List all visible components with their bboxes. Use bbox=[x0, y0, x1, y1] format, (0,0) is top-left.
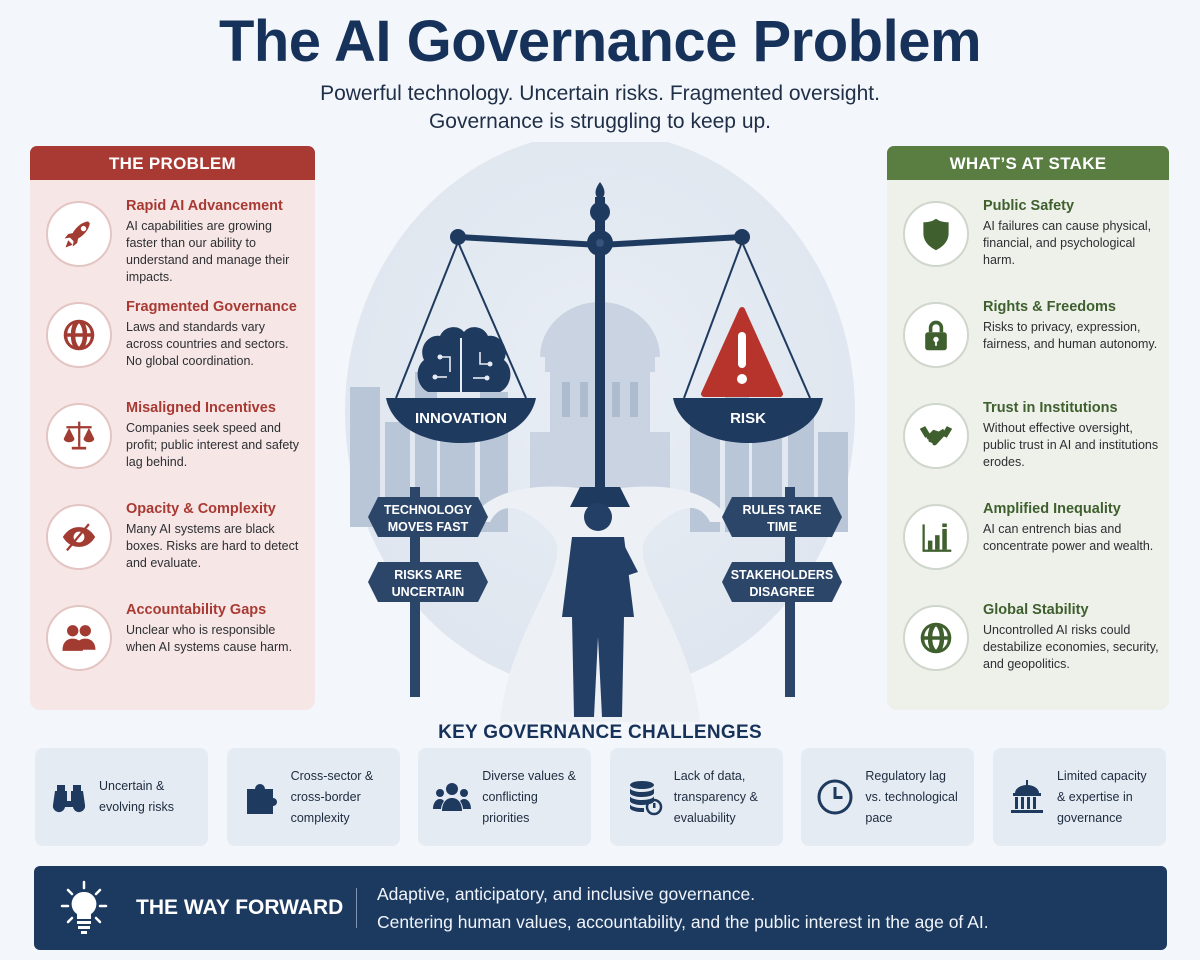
stake-panel-body: Public Safety AI failures can cause phys… bbox=[887, 180, 1169, 710]
challenge-card: Cross-sector & cross-border complexity bbox=[226, 748, 400, 846]
problem-item-desc: Many AI systems are black boxes. Risks a… bbox=[126, 522, 299, 570]
handshake-icon bbox=[903, 403, 969, 469]
stake-item-desc: AI failures can cause physical, financia… bbox=[983, 219, 1152, 267]
globe-icon bbox=[903, 605, 969, 671]
database-icon bbox=[629, 781, 663, 816]
innovation-pan bbox=[386, 398, 536, 443]
challenge-label: Uncertain & evolving risks bbox=[99, 779, 175, 814]
sign-technology bbox=[368, 497, 488, 537]
thinking-person-icon bbox=[562, 503, 638, 717]
sign-text: DISAGREE bbox=[749, 585, 814, 599]
lock-icon bbox=[903, 302, 969, 368]
challenge-label: Regulatory lag vs. technological pace bbox=[865, 768, 958, 825]
innovation-label: INNOVATION bbox=[415, 410, 507, 427]
scale-pole bbox=[595, 197, 605, 497]
stake-item-title: Rights & Freedoms bbox=[983, 299, 1116, 315]
sign-rules bbox=[722, 497, 842, 537]
stake-item: Rights & Freedoms Risks to privacy, expr… bbox=[903, 299, 1159, 400]
stake-item-desc: Without effective oversight, public trus… bbox=[983, 421, 1159, 469]
rocket-icon bbox=[46, 201, 112, 267]
problem-item-desc: Laws and standards vary across countries… bbox=[126, 320, 289, 368]
group-icon bbox=[433, 783, 472, 811]
way-forward-text: Adaptive, anticipatory, and inclusive go… bbox=[377, 880, 989, 936]
stake-item-desc: Uncontrolled AI risks could destabilize … bbox=[983, 623, 1159, 671]
stake-item-title: Amplified Inequality bbox=[983, 501, 1121, 517]
risk-label: RISK bbox=[730, 410, 766, 427]
problem-item: Accountability Gaps Unclear who is respo… bbox=[46, 602, 305, 703]
challenge-label: Cross-sector & cross-border complexity bbox=[290, 768, 374, 825]
globe-icon bbox=[46, 302, 112, 368]
way-forward-banner: THE WAY FORWARD Adaptive, anticipatory, … bbox=[34, 866, 1167, 950]
stake-item-title: Public Safety bbox=[983, 198, 1075, 214]
problem-item: Misaligned Incentives Companies seek spe… bbox=[46, 400, 305, 501]
shield-icon bbox=[903, 201, 969, 267]
problem-item: Rapid AI Advancement AI capabilities are… bbox=[46, 198, 305, 299]
stake-panel: WHAT’S AT STAKE Public Safety AI failure… bbox=[887, 146, 1169, 710]
sign-text: TIME bbox=[767, 520, 797, 534]
problem-item-title: Misaligned Incentives bbox=[126, 400, 276, 416]
binoculars-icon bbox=[52, 785, 86, 813]
challenges-heading: KEY GOVERNANCE CHALLENGES bbox=[438, 722, 762, 743]
challenge-card: Uncertain & evolving risks bbox=[35, 748, 208, 846]
problem-item: Fragmented Governance Laws and standards… bbox=[46, 299, 305, 400]
challenge-card: Lack of data, transparency & evaluabilit… bbox=[609, 748, 783, 846]
people-icon bbox=[46, 605, 112, 671]
stake-item: Amplified Inequality AI can entrench bia… bbox=[903, 501, 1159, 602]
problem-item-desc: AI capabilities are growing faster than … bbox=[126, 219, 290, 284]
challenges-row: Uncertain & evolving risks Cross-sector … bbox=[35, 748, 1166, 846]
problem-panel: THE PROBLEM Rapid AI Advancement AI capa… bbox=[30, 146, 315, 710]
divider bbox=[356, 888, 357, 928]
problem-item-title: Fragmented Governance bbox=[126, 299, 297, 315]
problem-item-title: Rapid AI Advancement bbox=[126, 198, 283, 214]
puzzle-icon bbox=[246, 784, 277, 814]
risk-pan bbox=[673, 398, 823, 443]
problem-item: Opacity & Complexity Many AI systems are… bbox=[46, 501, 305, 602]
way-forward-line-1: Adaptive, anticipatory, and inclusive go… bbox=[377, 884, 756, 904]
challenge-card: Limited capacity & expertise in governan… bbox=[992, 748, 1166, 846]
stake-item-desc: Risks to privacy, expression, fairness, … bbox=[983, 320, 1158, 351]
stake-item: Public Safety AI failures can cause phys… bbox=[903, 198, 1159, 299]
capitol-icon bbox=[1010, 780, 1043, 813]
sign-text: RULES TAKE bbox=[743, 503, 822, 517]
problem-item-title: Accountability Gaps bbox=[126, 602, 267, 618]
challenge-label: Limited capacity & expertise in governan… bbox=[1056, 768, 1147, 825]
stake-item-desc: AI can entrench bias and concentrate pow… bbox=[983, 522, 1154, 553]
balance-scale-illustration: INNOVATION RISK TECHNOLOGY MOVES FAST RI… bbox=[340, 132, 860, 722]
subtitle-line-1: Powerful technology. Uncertain risks. Fr… bbox=[320, 82, 880, 105]
lightbulb-icon bbox=[54, 878, 114, 938]
way-forward-title: THE WAY FORWARD bbox=[136, 896, 344, 919]
problem-panel-body: Rapid AI Advancement AI capabilities are… bbox=[30, 180, 315, 710]
problem-item-desc: Unclear who is responsible when AI syste… bbox=[126, 623, 293, 654]
page-title: The AI Governance Problem bbox=[218, 9, 982, 74]
problem-panel-header: THE PROBLEM bbox=[30, 146, 315, 182]
eye-slash-icon bbox=[46, 504, 112, 570]
challenge-label: Diverse values & conflicting priorities bbox=[482, 768, 576, 825]
page-subtitle: Powerful technology. Uncertain risks. Fr… bbox=[0, 80, 1200, 136]
stake-item-title: Global Stability bbox=[983, 602, 1089, 618]
sign-text: RISKS ARE bbox=[394, 568, 462, 582]
challenge-label: Lack of data, transparency & evaluabilit… bbox=[673, 768, 758, 825]
clock-icon bbox=[817, 779, 853, 815]
bar-chart-icon bbox=[903, 504, 969, 570]
challenge-card: Diverse values & conflicting priorities bbox=[418, 748, 592, 846]
sign-stakeholders bbox=[722, 562, 842, 602]
stake-item-title: Trust in Institutions bbox=[983, 400, 1118, 416]
sign-text: MOVES FAST bbox=[388, 520, 469, 534]
sign-text: STAKEHOLDERS bbox=[731, 568, 834, 582]
stake-item: Trust in Institutions Without effective … bbox=[903, 400, 1159, 501]
sign-text: UNCERTAIN bbox=[392, 585, 465, 599]
problem-item-desc: Companies seek speed and profit; public … bbox=[126, 421, 300, 469]
sign-text: TECHNOLOGY bbox=[384, 503, 473, 517]
way-forward-line-2: Centering human values, accountability, … bbox=[377, 912, 989, 932]
stake-panel-header: WHAT’S AT STAKE bbox=[887, 146, 1169, 182]
subtitle-line-2: Governance is struggling to keep up. bbox=[428, 110, 772, 133]
scales-icon bbox=[46, 403, 112, 469]
challenge-card: Regulatory lag vs. technological pace bbox=[801, 748, 975, 846]
stake-item: Global Stability Uncontrolled AI risks c… bbox=[903, 602, 1159, 703]
sign-risks bbox=[368, 562, 488, 602]
problem-item-title: Opacity & Complexity bbox=[126, 501, 276, 517]
brain-circuit-icon bbox=[417, 327, 511, 392]
